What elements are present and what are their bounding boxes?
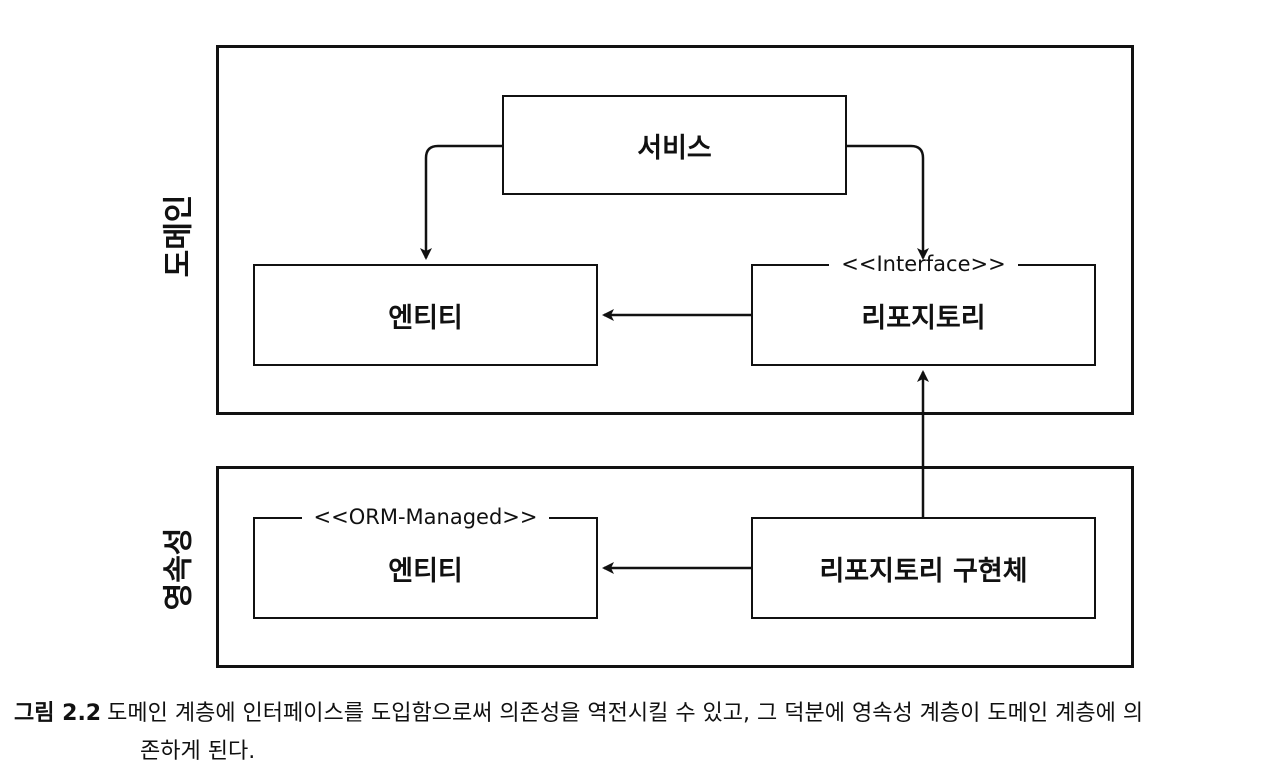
caption-line-1: 도메인 계층에 인터페이스를 도입함으로써 의존성을 역전시킬 수 있고, 그 … [107,701,1144,726]
arrow-service-to-repository [847,144,929,260]
domain-layer [216,45,1134,415]
service-box: 서비스 [502,95,847,195]
figure-number: 그림 2.2 [14,701,102,726]
arrow-service-to-entity [420,144,502,260]
orm-managed-stereotype: <<ORM-Managed>> [255,502,596,532]
domain-entity-box: 엔티티 [253,264,598,366]
persistence-layer [216,466,1134,668]
orm-entity-box: <<ORM-Managed>> 엔티티 [253,505,598,619]
caption-line-2: 존하게 된다. [140,739,256,764]
